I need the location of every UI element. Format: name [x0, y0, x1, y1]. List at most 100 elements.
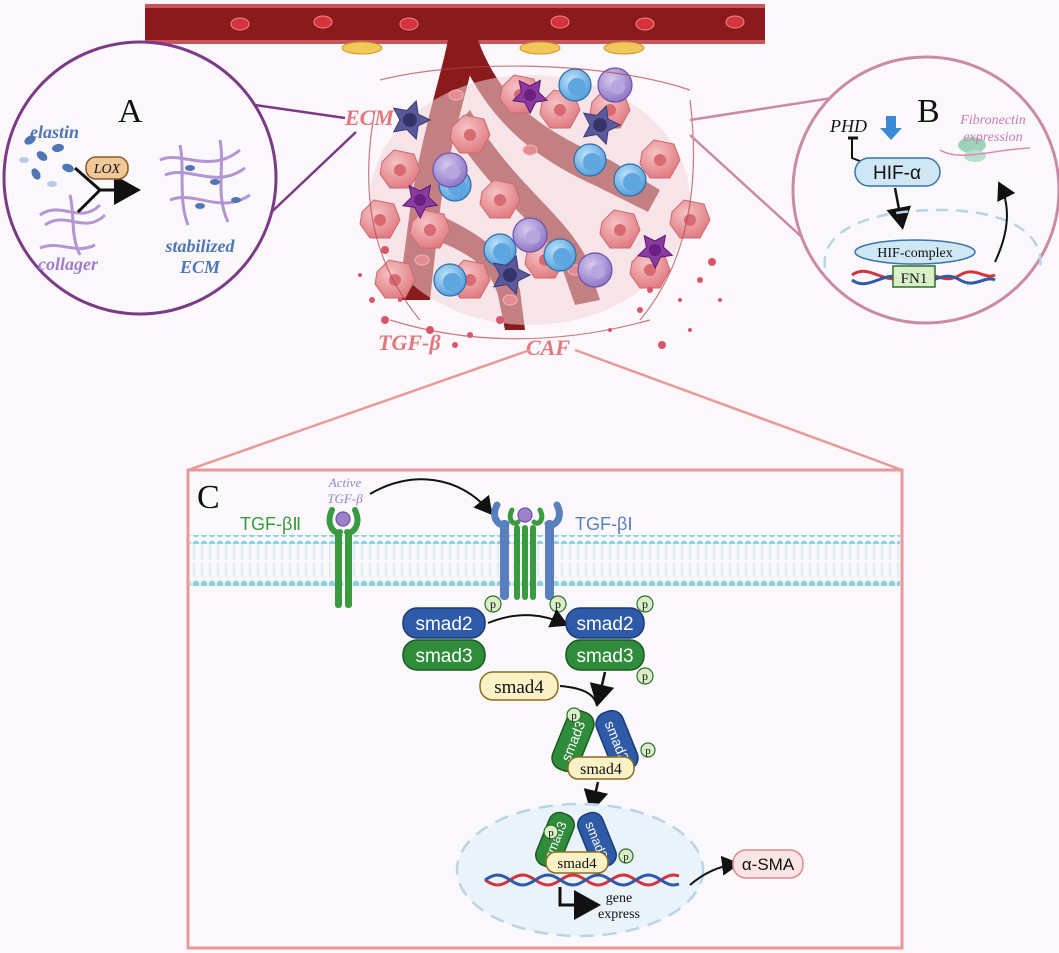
gene-label: gene [606, 891, 632, 906]
smad-complex-nucleus: smad3 smad2 smad4 p p [535, 811, 634, 874]
active-tgfb-ligand [335, 511, 351, 527]
tgfb-receptor-2-label: TGF-βⅡ [240, 514, 301, 534]
svg-text:p: p [642, 669, 648, 683]
hif-complex-label: HIF-complex [877, 246, 952, 261]
panel-a: A elastin collager LOX [2, 40, 278, 316]
svg-text:p: p [548, 827, 554, 839]
panel-a-letter: A [118, 93, 143, 130]
tgfb-label: TGF-β [378, 330, 441, 355]
smad3-inactive: smad3 [402, 639, 486, 671]
ligand-transfer-arrow [369, 478, 493, 516]
connector-b-bottom [689, 134, 806, 241]
phd-decrease-arrow-icon [880, 116, 902, 140]
expression-label: expression [963, 130, 1022, 145]
transcription-arrow [558, 887, 601, 920]
smad3-active: smad3 p [565, 639, 654, 685]
dendritic-cell [392, 99, 432, 141]
bound-tgfb-ligand [517, 507, 533, 523]
receptor-phospho-left: p [484, 595, 502, 613]
nucleus-boundary [823, 208, 1042, 269]
svg-text:smad3: smad3 [415, 646, 472, 667]
receptor-phospho-right: p [549, 595, 567, 613]
svg-text:smad3: smad3 [576, 646, 633, 667]
connector-c-right [574, 348, 903, 472]
svg-text:smad4: smad4 [580, 761, 622, 778]
svg-text:p: p [642, 597, 648, 611]
tumor-mass [359, 65, 711, 340]
smad2-active: smad2 p [565, 595, 654, 639]
phd-label: PHD [829, 116, 867, 136]
stabilized-ecm-mesh [159, 139, 251, 226]
lymphocyte [613, 163, 647, 197]
panel-c: C Active TGF-β TGF-βⅡ [186, 468, 904, 950]
active-label: Active [328, 475, 362, 490]
stabilized-ecm-label: ECM [179, 257, 221, 277]
fn1-label: FN1 [901, 271, 928, 287]
ecm-label: ECM [344, 105, 395, 130]
alpha-sma-label: α-SMA [742, 855, 795, 874]
dendritic-cell [511, 79, 549, 115]
dendritic-cell [636, 234, 674, 270]
macrophage [512, 217, 548, 253]
macrophage [432, 152, 468, 188]
tumor-cell [379, 149, 421, 189]
connector-b-top [689, 96, 833, 122]
lox-label: LOX [93, 162, 121, 177]
tgfb-receptor-2 [326, 507, 361, 608]
tumor-cell [479, 179, 521, 219]
dna-strand-blue-c [484, 873, 680, 887]
tumor-cell [374, 259, 416, 299]
mrna-strand [939, 147, 1031, 156]
tumor-cell [629, 249, 671, 289]
ribosome-icon [958, 137, 986, 162]
lymphocyte [558, 68, 592, 102]
dendritic-cell [401, 184, 439, 220]
hif-to-complex-arrow [886, 187, 912, 230]
connector-c-left [187, 348, 531, 472]
dendritic-cell [582, 104, 622, 146]
svg-text:p: p [623, 851, 629, 863]
smad-activation-arrow [487, 609, 569, 628]
hif-alpha-box [854, 157, 941, 187]
alpha-sma-box [732, 849, 804, 879]
lymphocyte [433, 263, 467, 297]
hif-complex-box [854, 239, 976, 265]
tgfb-receptor-complex [491, 501, 563, 600]
elastin-label: elastin [30, 122, 79, 142]
elastin-fragments [19, 135, 74, 187]
hif-alpha-label: HIF-α [873, 163, 921, 184]
collagen-fibers [39, 194, 107, 256]
svg-text:smad2: smad2 [415, 614, 472, 635]
stabilized-label: stabilized [164, 236, 235, 256]
panel-c-letter: C [197, 479, 220, 516]
lymphocyte [543, 238, 577, 272]
collagen-label: collager [38, 254, 99, 274]
caf-label: CAF [526, 335, 570, 360]
complex-formation-arrow [589, 671, 615, 707]
macrophage [577, 252, 613, 288]
smad2-inactive: smad2 [402, 607, 486, 639]
tumor-cell [449, 114, 491, 154]
svg-text:p: p [555, 597, 561, 611]
dna-strand-red-c [484, 873, 680, 887]
svg-text:p: p [490, 597, 496, 611]
panel-b: B PHD HIF-α HIF-complex FN1 Fibronectin … [791, 55, 1059, 325]
endothelial-pericytes [341, 41, 645, 55]
lymphocyte [483, 233, 517, 267]
fibronectin-output-arrow [994, 181, 1016, 263]
panel-b-letter: B [917, 93, 940, 130]
sma-output-arrow [689, 855, 740, 886]
tumor-cell [639, 139, 681, 179]
svg-text:smad4: smad4 [557, 856, 597, 872]
fibronectin-label: Fibronectin [959, 113, 1026, 128]
active-tgfb-label: TGF-β [327, 491, 363, 506]
lymphocyte [573, 143, 607, 177]
tumor-cell [409, 209, 451, 249]
svg-text:p: p [645, 745, 651, 757]
svg-text:smad2: smad2 [576, 614, 633, 635]
smad4-free: smad4 [479, 671, 559, 701]
fn1-gene-box [892, 265, 936, 288]
tgfb-secretion-dots [358, 246, 722, 349]
tumor-cell [359, 199, 401, 239]
